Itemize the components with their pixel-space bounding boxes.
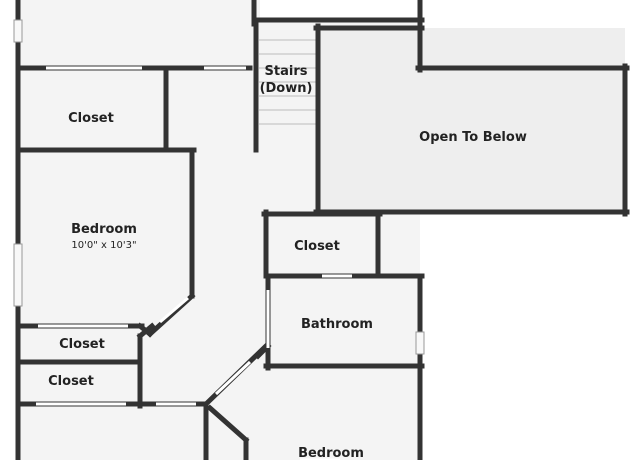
window (13, 19, 23, 43)
wall (254, 342, 272, 360)
closet-center-label: Closet (294, 239, 340, 254)
closet-mid-left-label: Closet (59, 337, 105, 352)
doorway-gap (159, 296, 189, 324)
wall (206, 404, 250, 444)
stairs-direction-label: (Down) (260, 81, 313, 96)
window (415, 331, 425, 355)
closet-top-left-label: Closet (68, 111, 114, 126)
floor-open-to-below (320, 28, 625, 212)
bedroom-bottom-label: Bedroom (298, 446, 364, 460)
bedroom-left-label: Bedroom (71, 222, 137, 237)
bathroom-label: Bathroom (301, 317, 373, 332)
doorway-gap (214, 360, 252, 396)
room-labels: Stairs (Down) Open To Below Closet Bedro… (48, 64, 527, 460)
open-to-below-label: Open To Below (419, 130, 527, 145)
stair-treads (259, 39, 318, 125)
bedroom-left-dimensions: 10'0" x 10'3" (71, 240, 136, 251)
closet-lower-left-label: Closet (48, 374, 94, 389)
wall (136, 322, 156, 340)
stairs-label: Stairs (265, 64, 308, 79)
windows (13, 19, 425, 355)
window (13, 243, 23, 307)
openings (36, 66, 352, 460)
